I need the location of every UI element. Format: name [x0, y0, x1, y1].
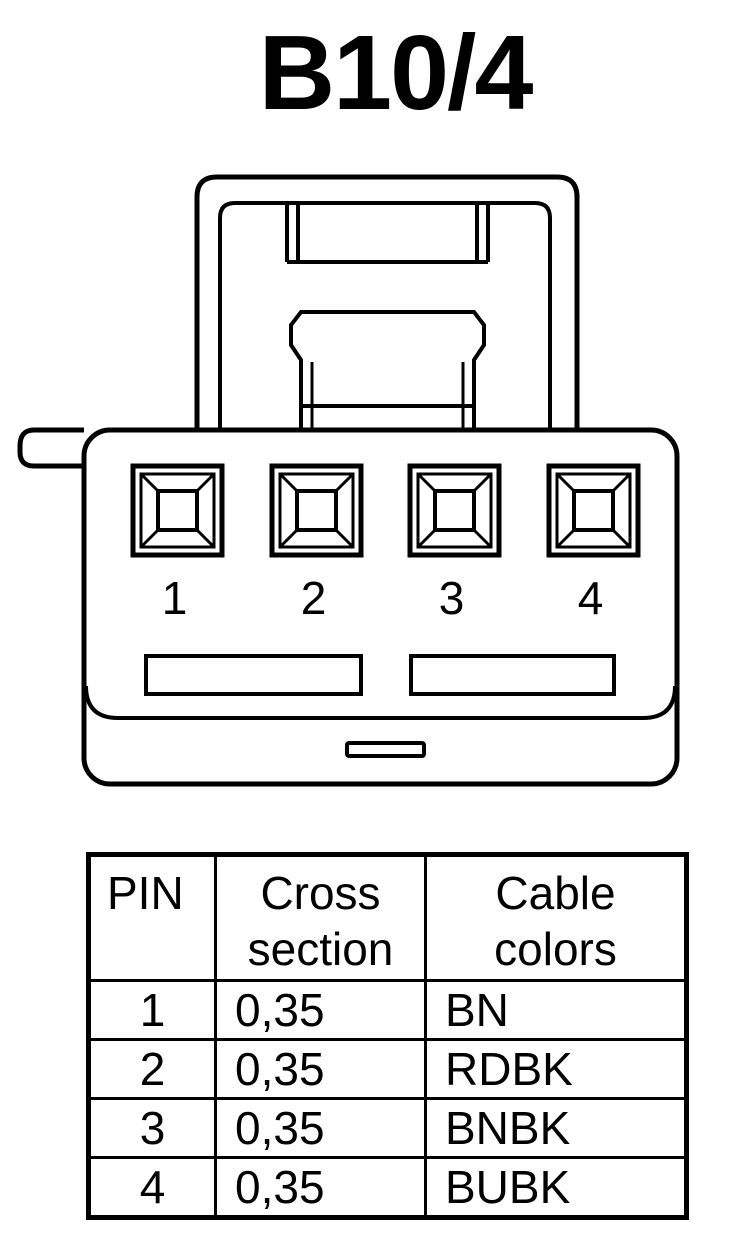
pin-number: 3 — [87, 1097, 217, 1159]
cable-color-value: BN — [424, 979, 688, 1041]
pin-number: 1 — [87, 979, 217, 1041]
cross-section-value: 0,35 — [214, 979, 427, 1041]
pin-label: 4 — [578, 572, 604, 624]
pin-terminal — [407, 463, 502, 558]
table-row: 1 0,35 BN — [87, 979, 688, 1041]
pin-number: 2 — [87, 1038, 217, 1100]
cross-section-value: 0,35 — [214, 1038, 427, 1100]
pin-terminals — [130, 463, 641, 558]
keying-slot-left — [144, 654, 363, 696]
pin-label: 1 — [162, 572, 188, 624]
bottom-notch — [345, 741, 426, 758]
cable-color-value: BNBK — [424, 1097, 688, 1159]
latch-hood — [194, 174, 580, 430]
table-row: 3 0,35 BNBK — [87, 1097, 688, 1159]
pin-number: 4 — [87, 1156, 217, 1219]
side-tab — [17, 427, 84, 469]
pin-terminal — [130, 463, 225, 558]
housing-lower-ledge — [84, 685, 677, 720]
cross-section-value: 0,35 — [214, 1097, 427, 1159]
cable-color-value: RDBK — [424, 1038, 688, 1100]
pin-labels: 1 2 3 4 — [162, 572, 604, 624]
cross-section-value: 0,35 — [214, 1156, 427, 1219]
connector-diagram: 1 2 3 4 — [17, 174, 680, 787]
keying-slot-right — [409, 654, 616, 696]
cable-color-value: BUBK — [424, 1156, 688, 1219]
pin-terminal — [269, 463, 364, 558]
table-row: 4 0,35 BUBK — [87, 1156, 688, 1219]
connector-title: B10/4 — [258, 14, 534, 132]
pin-label: 2 — [301, 572, 327, 624]
header-pin: PIN — [87, 853, 217, 982]
pin-label: 3 — [439, 572, 465, 624]
pin-terminal — [546, 463, 641, 558]
table-row: 2 0,35 RDBK — [87, 1038, 688, 1100]
